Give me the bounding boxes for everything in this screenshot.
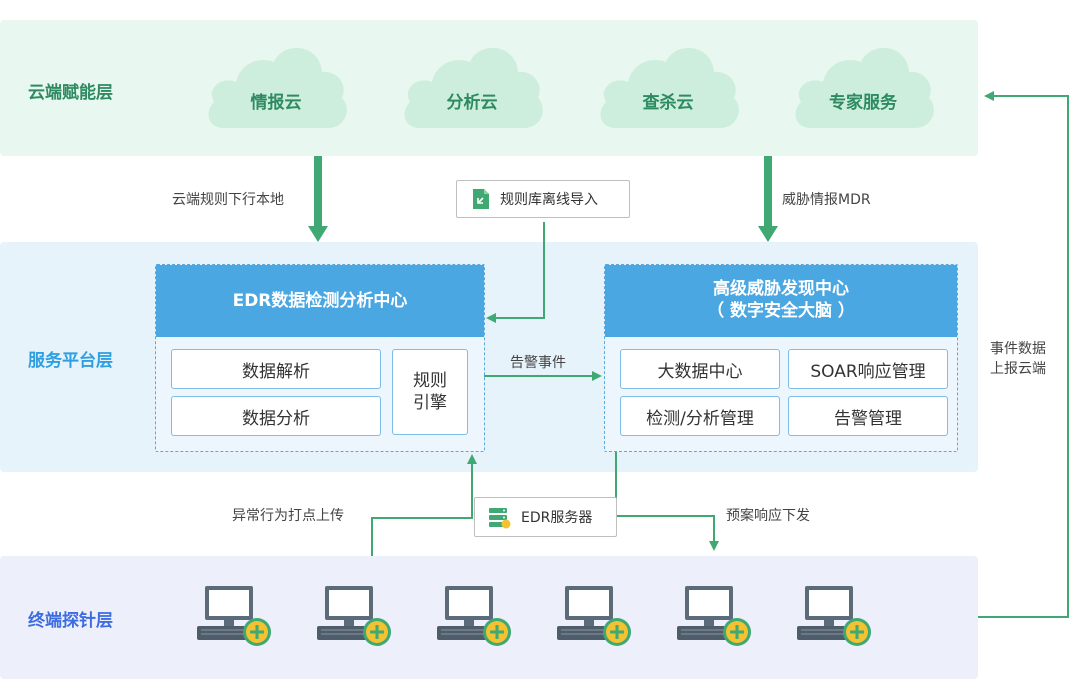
edr-server-label: EDR服务器 — [521, 510, 593, 526]
rule-engine-line2: 引擎 — [413, 393, 447, 413]
threat-intel-arrow-head — [758, 226, 778, 242]
cloud-label: 查杀云 — [642, 93, 694, 113]
report-cloud-line2: 上报云端 — [990, 361, 1046, 377]
report-cloud-line — [978, 91, 1069, 618]
platform-layer-label: 服务平台层 — [28, 351, 113, 371]
rule-engine-line1: 规则 — [413, 371, 447, 391]
threat-intel-mdr-label: 威胁情报MDR — [782, 192, 871, 208]
plan-dispatch-line — [615, 452, 719, 551]
offline-import-label: 规则库离线导入 — [500, 192, 598, 208]
terminal-computer-icon — [435, 582, 515, 652]
threat-center-subtitle: （ 数字安全大脑 ） — [707, 301, 855, 321]
data-analysis-cell: 数据分析 — [171, 396, 381, 436]
report-cloud-line1: 事件数据 — [990, 341, 1046, 357]
cloud-label: 情报云 — [250, 93, 302, 113]
cloud-label: 专家服务 — [829, 93, 897, 113]
offline-import-tag: 规则库离线导入 — [456, 180, 630, 218]
terminal-computer-icon — [675, 582, 755, 652]
abnormal-upload-label: 异常行为打点上传 — [232, 508, 344, 524]
terminal-computer-icon — [195, 582, 275, 652]
threat-intel-arrow-shaft — [764, 156, 772, 228]
plan-dispatch-label: 预案响应下发 — [726, 508, 810, 524]
big-data-center-cell: 大数据中心 — [620, 349, 780, 389]
server-icon — [489, 508, 511, 529]
rule-file-icon — [473, 189, 489, 209]
cloud-layer-label: 云端赋能层 — [28, 83, 113, 103]
edr-server-tag: EDR服务器 — [474, 497, 617, 537]
offline-import-line — [486, 222, 545, 323]
cloud-icon — [208, 47, 347, 129]
alert-management-cell: 告警管理 — [788, 396, 948, 436]
cloud-label: 分析云 — [446, 93, 498, 113]
cloud-rules-down-label: 云端规则下行本地 — [172, 192, 284, 208]
cloud-icon — [404, 47, 543, 129]
cloud-rules-arrow-shaft — [314, 156, 322, 228]
cloud-scan-kill: 查杀云 — [594, 36, 742, 136]
cloud-icon — [795, 47, 934, 129]
detection-management-cell: 检测/分析管理 — [620, 396, 780, 436]
soar-response-cell: SOAR响应管理 — [788, 349, 948, 389]
terminal-computer-icon — [795, 582, 875, 652]
cloud-expert-service: 专家服务 — [789, 36, 937, 136]
alert-events-label: 告警事件 — [510, 355, 566, 371]
terminal-layer-label: 终端探针层 — [28, 611, 113, 631]
threat-center-title: 高级威胁发现中心 — [713, 279, 849, 299]
terminal-computer-icon — [555, 582, 635, 652]
abnormal-upload-line — [371, 454, 477, 556]
cloud-analysis: 分析云 — [398, 36, 546, 136]
edr-center-header: EDR数据检测分析中心 — [156, 265, 484, 337]
report-cloud-label: 事件数据 上报云端 — [990, 339, 1046, 379]
rule-engine-cell: 规则 引擎 — [392, 349, 468, 435]
threat-center-header: 高级威胁发现中心 （ 数字安全大脑 ） — [605, 265, 957, 337]
cloud-rules-arrow-head — [308, 226, 328, 242]
cloud-intelligence: 情报云 — [202, 36, 350, 136]
cloud-icon — [600, 47, 739, 129]
terminal-computer-icon — [315, 582, 395, 652]
data-parsing-cell: 数据解析 — [171, 349, 381, 389]
